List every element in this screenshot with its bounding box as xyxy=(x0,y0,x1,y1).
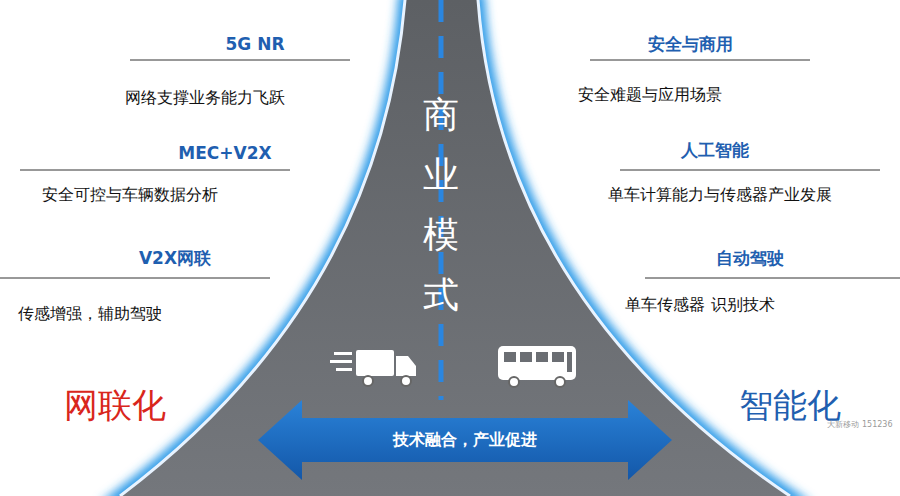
category-title: 智能化 xyxy=(739,385,841,426)
arrow-body xyxy=(258,400,672,480)
band-text: 技术融合，产业促进 xyxy=(393,430,537,451)
watermark: 大新移动 151236 xyxy=(827,420,892,430)
heading: MEC+V2X xyxy=(178,143,271,163)
heading: V2X网联 xyxy=(139,248,211,268)
heading: 安全与商用 xyxy=(648,34,733,54)
description: 传感增强，辅助驾驶 xyxy=(18,304,162,323)
category-title: 网联化 xyxy=(64,385,166,426)
heading: 人工智能 xyxy=(681,140,749,160)
heading: 5G NR xyxy=(225,34,284,54)
center-line xyxy=(439,0,444,400)
description: 单车计算能力与传感器产业发展 xyxy=(608,185,832,204)
heading: 自动驾驶 xyxy=(716,248,784,268)
description: 安全难题与应用场景 xyxy=(578,85,722,104)
road-title: 商业模式 xyxy=(381,85,501,325)
description: 单车传感器 识别技术 xyxy=(625,295,774,314)
road-surface xyxy=(120,0,790,496)
description: 安全可控与车辆数据分析 xyxy=(42,185,218,204)
truck-icon xyxy=(330,350,416,386)
description: 网络支撑业务能力飞跃 xyxy=(125,88,285,107)
road-title-text: 商业模式 xyxy=(381,85,501,325)
double-arrow-band: 技术融合，产业促进 xyxy=(258,400,672,480)
road-glow xyxy=(120,0,790,496)
bus-icon xyxy=(498,346,576,387)
